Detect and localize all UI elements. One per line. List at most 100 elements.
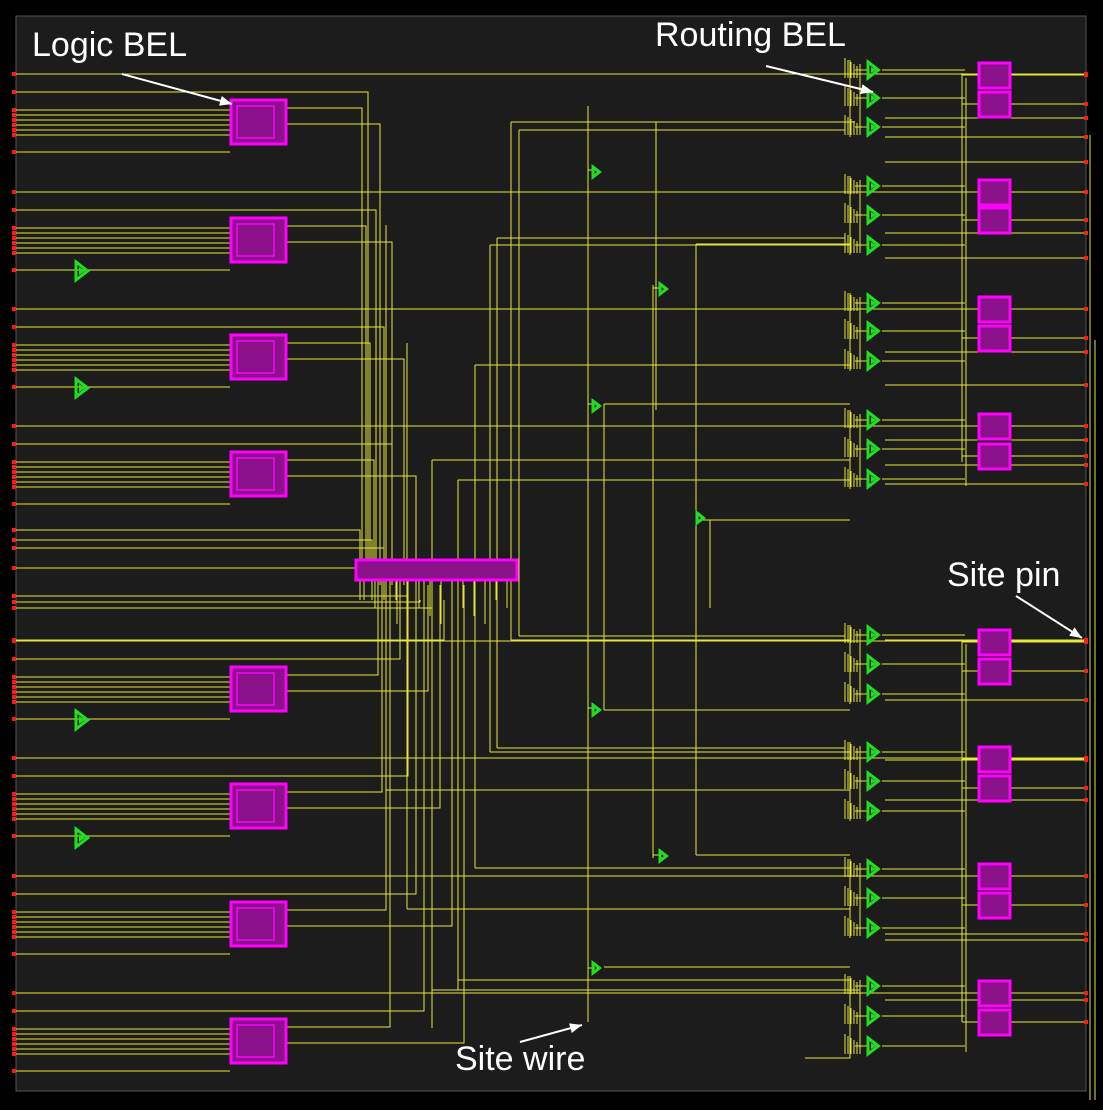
site-wire — [14, 443, 393, 575]
site-wire — [14, 575, 417, 895]
routing-bel-outline — [866, 740, 881, 764]
routing-bel-outline — [591, 163, 602, 181]
site-pin — [12, 424, 16, 428]
routing-bel-fill — [871, 1013, 876, 1019]
logic-bel — [977, 657, 1012, 686]
site-pin — [1084, 383, 1088, 387]
logic-bel-inner — [236, 789, 275, 823]
routing-bel-fill — [79, 384, 85, 392]
routing-bel — [866, 769, 881, 793]
routing-bel-outline — [866, 682, 881, 706]
site-pin — [12, 385, 16, 389]
logic-bel-body — [229, 665, 288, 713]
site-pin — [1084, 350, 1088, 354]
routing-bel-outline — [591, 959, 602, 977]
routing-bel-outline — [658, 847, 669, 865]
logic-bel-inner — [236, 1024, 275, 1058]
routing-bel-outline — [866, 1004, 881, 1028]
site-pin — [1084, 190, 1088, 194]
site-pin — [12, 991, 16, 995]
annotation-arrow — [765, 65, 874, 95]
site-pin — [12, 1027, 16, 1031]
routing-bel — [74, 258, 91, 284]
site-wire — [14, 547, 385, 600]
routing-bel — [866, 740, 881, 764]
site-wire — [287, 107, 363, 580]
site-pin — [12, 817, 16, 821]
routing-bel-fill — [871, 661, 876, 667]
site-pin — [12, 128, 16, 132]
annotation-arrow-line — [121, 73, 233, 105]
site-pin — [1084, 786, 1088, 790]
routing-bel — [866, 319, 881, 343]
site-pin — [12, 150, 16, 154]
site-pin — [1084, 218, 1088, 222]
routing-bel — [866, 974, 881, 998]
site-pin — [12, 118, 16, 122]
site-pin — [12, 892, 16, 896]
routing-bel-outline — [866, 437, 881, 461]
site-wire — [14, 575, 409, 777]
site-pin — [12, 241, 16, 245]
routing-bel-outline — [866, 319, 881, 343]
site-pin — [12, 1037, 16, 1041]
site-pin — [12, 268, 16, 272]
site-pin — [12, 594, 16, 598]
site-pin — [12, 480, 16, 484]
routing-bel — [74, 375, 91, 401]
routing-bel — [866, 291, 881, 315]
site-pin — [12, 465, 16, 469]
routing-bel-outline — [695, 509, 706, 527]
site-wire-callout: Site wire — [455, 1040, 586, 1078]
site-pin-callout: Site pin — [947, 556, 1061, 594]
routing-bel-outline — [866, 623, 881, 647]
routing-bel-fill — [79, 834, 85, 842]
site-pin — [1084, 256, 1088, 260]
routing-bel-outline — [866, 408, 881, 432]
site-pin — [12, 874, 16, 878]
routing-bel-outline — [866, 857, 881, 881]
logic-bel-body — [229, 782, 288, 830]
annotation-arrow-head — [1069, 627, 1082, 638]
site-wire — [287, 580, 379, 676]
site-pin — [12, 72, 16, 76]
site-pin — [1084, 482, 1088, 486]
site-pin — [12, 208, 16, 212]
site-pin — [12, 834, 16, 838]
routing-bel — [866, 916, 881, 940]
logic-bels — [229, 61, 1012, 1065]
routing-bel-fill — [871, 808, 876, 814]
logic-bel — [229, 333, 288, 381]
routing-bel-fill — [871, 300, 876, 306]
annotation-arrow-head — [219, 96, 232, 106]
site-pin — [12, 920, 16, 924]
site-pin — [1084, 102, 1088, 106]
logic-bel — [977, 324, 1012, 353]
site-pin — [1084, 1020, 1088, 1024]
routing-bel — [74, 825, 91, 851]
routing-bel-fill — [871, 124, 876, 130]
logic-bel — [229, 782, 288, 830]
site-wire — [14, 209, 377, 575]
logic-bel — [977, 442, 1012, 471]
site-pin — [1084, 336, 1088, 340]
site-pin — [12, 606, 16, 610]
annotation-arrows — [121, 65, 1083, 1043]
routing-bel-outline — [591, 701, 602, 719]
site-wire — [805, 1048, 851, 1059]
site-pin — [12, 1069, 16, 1073]
site-pin — [12, 695, 16, 699]
routing-bel — [591, 959, 602, 977]
site-wire — [287, 585, 465, 1044]
site-wire — [287, 225, 367, 580]
site-pin — [12, 133, 16, 137]
site-wire — [287, 585, 453, 927]
annotation-arrow — [519, 1023, 583, 1043]
site-pin — [12, 343, 16, 347]
site-pin — [12, 546, 16, 550]
routing-bel-fill — [871, 417, 876, 423]
logic-bel — [977, 206, 1012, 235]
site-pin — [12, 485, 16, 489]
routing-bel-fill — [871, 632, 876, 638]
